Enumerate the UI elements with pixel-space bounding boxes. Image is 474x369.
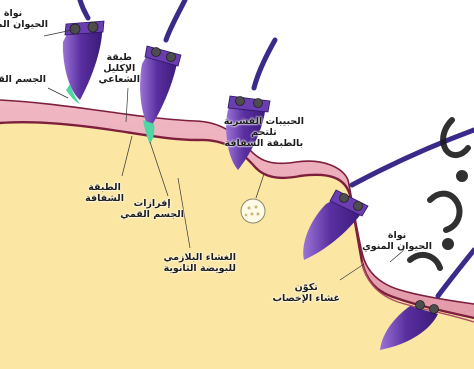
sperm-3 <box>226 40 275 170</box>
label-sperm-nucleus-right: نواة الحيوان المنوي <box>362 230 432 252</box>
label-zona-pellucida: الطبقة الشفافة <box>85 182 124 204</box>
label-fertilization-membrane: تكوّن غشاء الإخصاب <box>272 282 340 304</box>
cortical-granule-vesicle <box>241 199 265 223</box>
label-acrosome: الجسم القمي <box>0 74 46 85</box>
label-cortical-granules: الحبيبات القشرية تلتحم بالطبقة الشفافة <box>224 116 304 149</box>
label-sperm-nucleus-top: نواة الحيوان المنوي <box>0 8 48 30</box>
label-acrosome-secretions: إفرازات الجسم القمي <box>120 198 184 220</box>
label-plasma-membrane: الغشاء البلازمي للبويضة الثانوية <box>164 252 236 274</box>
label-corona-radiata: طبقة الإكليل الشعاعي <box>98 52 140 85</box>
